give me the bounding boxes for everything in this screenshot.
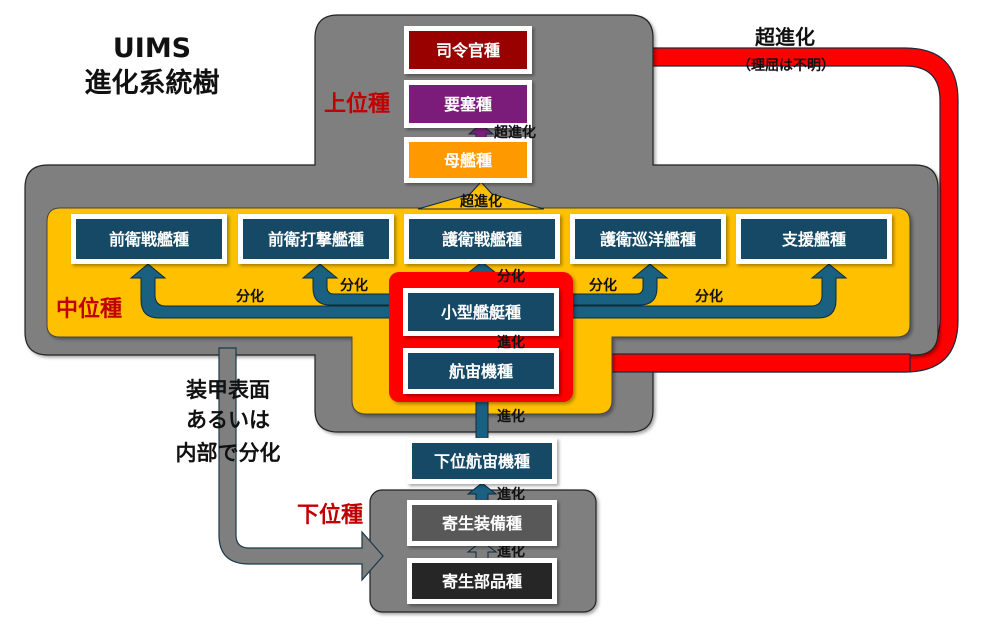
node-vanguard-battleship[interactable]: 前衛戦艦種: [71, 214, 227, 264]
label-diff-vanguard-strike: 分化: [340, 277, 368, 294]
node-label: 小型艦艇種: [441, 303, 521, 322]
diff-arrow-vanguard-strike: [301, 263, 399, 306]
node-escort-battleship[interactable]: 護衛戦艦種: [404, 214, 560, 264]
node-vanguard-strike[interactable]: 前衛打撃艦種: [238, 214, 394, 264]
node-label: 護衛戦艦種: [442, 230, 522, 249]
node-support[interactable]: 支援艦種: [736, 214, 892, 264]
armor-label-line-1: 装甲表面: [186, 378, 270, 402]
label-diff-vanguard-battleship: 分化: [236, 288, 264, 305]
super-evolution-arrow-tail: [569, 353, 911, 373]
label-diff-escort-battleship: 分化: [497, 268, 525, 285]
node-label: 母艦種: [444, 151, 492, 170]
label-super-evolution-carrier: 超進化: [459, 193, 502, 210]
node-parasite-equipment[interactable]: 寄生装備種: [407, 500, 557, 546]
node-small-craft[interactable]: 小型艦艇種: [403, 288, 559, 336]
label-diff-escort-cruiser: 分化: [589, 277, 617, 294]
label-evo-lower: 進化: [497, 486, 525, 503]
super-evolution-label: 超進化: [754, 25, 815, 49]
node-label: 航宙機種: [449, 362, 513, 381]
node-lower-spacecraft[interactable]: 下位航宙機種: [407, 438, 557, 484]
node-label: 下位航宙機種: [434, 452, 530, 471]
node-commander[interactable]: 司令官種: [404, 26, 532, 74]
label-super-evolution-fortress: 超進化: [493, 124, 536, 141]
node-spacecraft[interactable]: 航宙機種: [403, 348, 559, 394]
armor-label-line-3: 内部で分化: [176, 441, 281, 465]
node-label: 寄生部品種: [442, 572, 522, 591]
node-label: 要塞種: [444, 95, 492, 114]
tier-label-middle: 中位種: [56, 296, 122, 322]
label-evo-spacecraft: 進化: [497, 408, 525, 425]
super-evo-arrow-middle-to-carrier: [417, 181, 545, 210]
diff-arrow-support: [563, 263, 848, 319]
node-label: 前衛打撃艦種: [268, 230, 364, 249]
super-evolution-note: （理屈は不明）: [737, 58, 835, 74]
label-diff-support: 分化: [695, 288, 723, 305]
diff-arrow-escort-cruiser: [563, 263, 669, 306]
node-fortress[interactable]: 要塞種: [404, 80, 532, 128]
node-parasite-part[interactable]: 寄生部品種: [407, 558, 557, 604]
label-evo-small: 進化: [497, 334, 525, 351]
title-line-2: 進化系統樹: [85, 67, 220, 99]
node-label: 支援艦種: [781, 230, 846, 249]
node-label: 前衛戦艦種: [109, 230, 189, 249]
tier-label-lower: 下位種: [297, 502, 363, 528]
diff-arrow-vanguard-battleship: [129, 263, 399, 319]
node-label: 司令官種: [436, 41, 500, 60]
armor-differentiation-arrow: [218, 347, 384, 582]
label-evo-equip: 進化: [497, 543, 525, 560]
tier-label-upper: 上位種: [324, 91, 390, 117]
title-line-1: UIMS: [113, 33, 191, 64]
armor-label-line-2: あるいは: [186, 408, 270, 432]
node-label: 護衛巡洋艦種: [600, 230, 696, 249]
node-escort-cruiser[interactable]: 護衛巡洋艦種: [570, 214, 726, 264]
node-carrier[interactable]: 母艦種: [404, 137, 532, 183]
node-label: 寄生装備種: [442, 514, 522, 533]
